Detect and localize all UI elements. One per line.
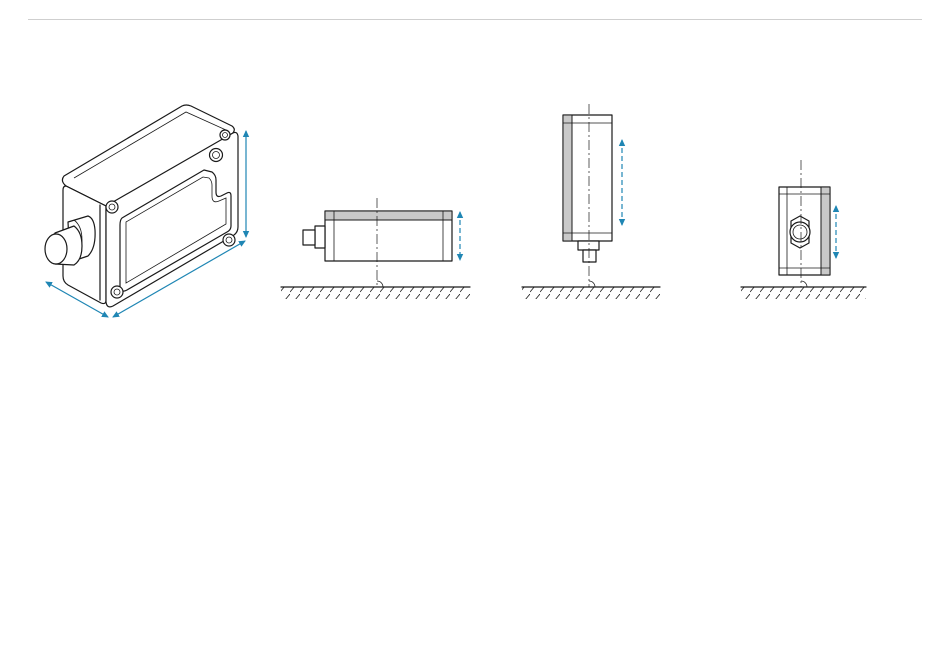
- ground-hatch: [522, 287, 660, 299]
- housing-lid: [325, 211, 452, 220]
- sensor-horizontal-mount-icon: [281, 198, 470, 299]
- sensor-end-view-icon: [741, 160, 866, 299]
- housing-lid: [821, 187, 830, 275]
- sensor-vertical-mount-icon: [522, 104, 660, 299]
- ground-hatch: [741, 287, 866, 299]
- sensor-housing-isometric-icon: [45, 105, 246, 317]
- ground-hatch: [281, 287, 470, 299]
- housing-lid: [563, 115, 572, 241]
